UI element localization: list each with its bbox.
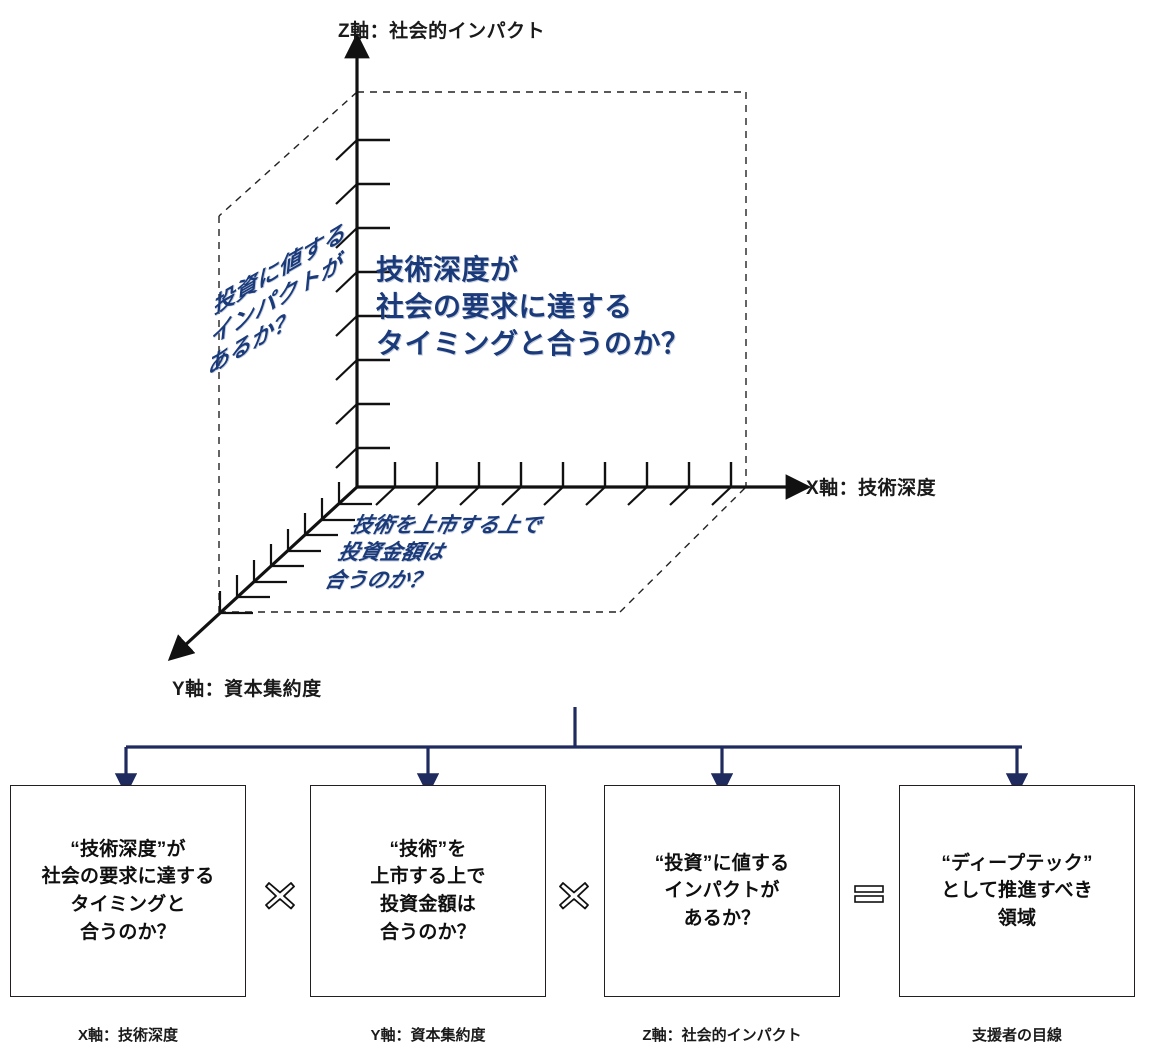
summary-box-technology-depth[interactable]: “技術深度”が 社会の要求に達する タイミングと 合うのか？ [10, 785, 246, 997]
summary-box-text: “技術”を 上市する上で 投資金額は 合うのか？ [370, 836, 485, 946]
box-caption-x-axis: X軸：技術深度 [77, 1027, 178, 1044]
z-axis-label: Z軸：社会的インパクト [338, 21, 546, 42]
z-axis [335, 32, 390, 487]
x-axis [357, 462, 812, 506]
box-1-line-4: 合うのか？ [79, 921, 176, 943]
floor-panel-question: 技術を上市する上で 投資金額は 合うのか？ [320, 512, 549, 594]
multiply-icon [546, 878, 602, 912]
back-panel-line-3: タイミングと合うのか？ [376, 327, 690, 359]
x-axis-label: X軸：技術深度 [806, 478, 937, 499]
floor-panel-line-3: 合うのか？ [321, 568, 438, 592]
floor-panel-line-1: 技術を上市する上で [347, 514, 549, 537]
box-4-line-2: として推進すべき [941, 880, 1093, 902]
box-3-line-3: あるか？ [683, 907, 761, 929]
equals-icon [841, 882, 897, 906]
box-2-line-2: 上市する上で [370, 866, 486, 888]
back-panel-line-2: 社会の要求に達する [376, 290, 633, 322]
cube-wireframe [218, 91, 747, 613]
back-panel-line-1: 技術深度が [376, 254, 519, 285]
back-panel-question: 技術深度が 社会の要求に達する タイミングと合うのか？ [376, 252, 690, 363]
box-3-line-2: インパクトが [664, 880, 780, 902]
summary-box-deep-tech-domain[interactable]: “ディープテック” として推進すべき 領域 [899, 785, 1135, 997]
box-1-line-3: タイミングと [70, 894, 186, 915]
summary-box-social-impact[interactable]: “投資”に値する インパクトが あるか？ [604, 785, 840, 997]
box-1-line-1: “技術深度”が [70, 838, 186, 860]
connector-tree [114, 707, 1029, 796]
box-1-line-2: 社会の要求に達する [41, 866, 215, 888]
box-3-line-1: “投資”に値する [654, 852, 790, 874]
box-caption-y-axis: Y軸：資本集約度 [370, 1027, 486, 1044]
floor-panel-line-2: 投資金額は [334, 541, 451, 565]
summary-box-text: “ディープテック” として推進すべき 領域 [941, 850, 1093, 933]
box-2-line-1: “技術”を [389, 838, 467, 860]
multiply-icon [252, 878, 308, 912]
summary-box-text: “投資”に値する インパクトが あるか？ [655, 850, 790, 933]
box-2-line-3: 投資金額は [379, 894, 476, 915]
summary-box-capital-intensity[interactable]: “技術”を 上市する上で 投資金額は 合うのか？ [310, 785, 546, 997]
box-caption-z-axis: Z軸：社会的インパクト [642, 1027, 802, 1044]
box-caption-supporter-view: 支援者の目線 [971, 1027, 1062, 1044]
y-axis-label: Y軸：資本集約度 [172, 679, 322, 700]
summary-box-text: “技術深度”が 社会の要求に達する タイミングと 合うのか？ [42, 836, 215, 946]
y-axis [167, 482, 372, 661]
box-2-line-4: 合うのか？ [379, 921, 476, 943]
box-4-line-3: 領域 [997, 907, 1037, 929]
box-4-line-1: “ディープテック” [941, 852, 1093, 874]
